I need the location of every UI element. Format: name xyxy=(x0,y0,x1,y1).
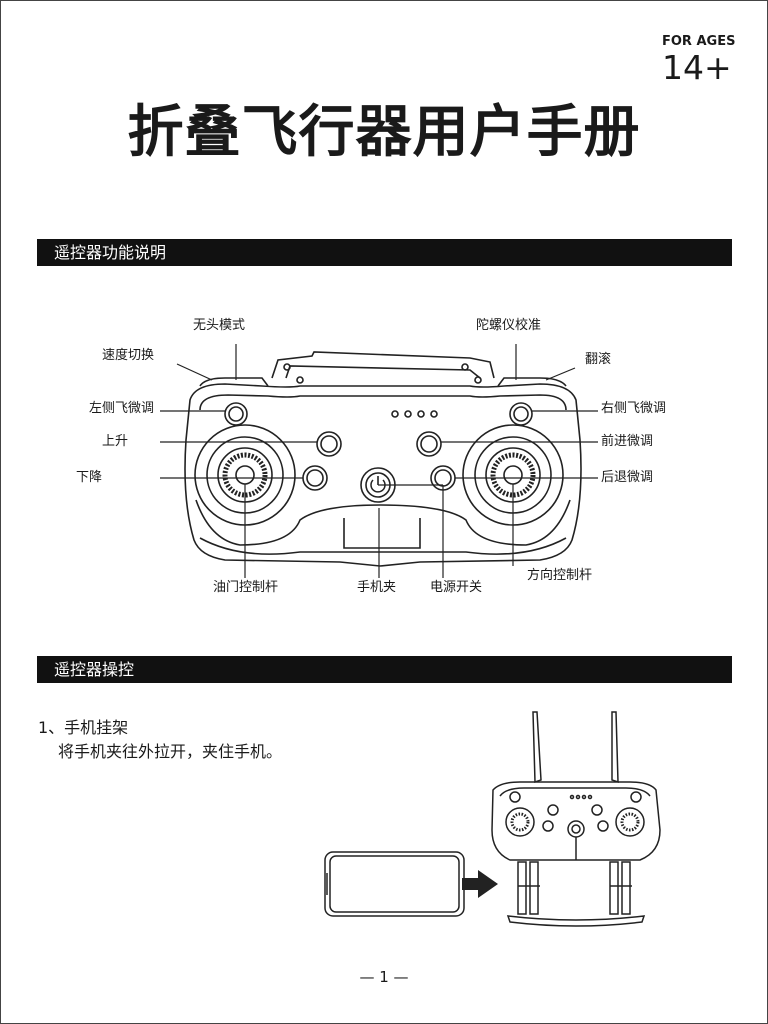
age-value: 14+ xyxy=(662,48,732,87)
callout-down: 下降 xyxy=(76,470,103,485)
section-heading-controller-operation: 遥控器操控 xyxy=(37,656,732,683)
callout-gyro-calibration: 陀螺仪校准 xyxy=(476,318,542,333)
section-heading-controller-functions: 遥控器功能说明 xyxy=(37,239,732,266)
callout-right-trim: 右侧飞微调 xyxy=(601,401,667,416)
callout-power-switch: 电源开关 xyxy=(430,580,483,595)
callout-flip: 翻滚 xyxy=(585,352,612,367)
callout-speed-switch: 速度切换 xyxy=(102,348,155,363)
callout-direction-stick: 方向控制杆 xyxy=(527,568,593,583)
callout-phone-clip: 手机夹 xyxy=(357,580,397,595)
callout-headless-mode: 无头模式 xyxy=(193,318,246,333)
page-title: 折叠飞行器用户手册 xyxy=(127,100,641,165)
age-label: FOR AGES xyxy=(662,34,736,49)
callout-left-trim: 左侧飞微调 xyxy=(89,401,155,416)
callout-throttle-stick: 油门控制杆 xyxy=(213,580,279,595)
step1-text: 将手机夹往外拉开，夹住手机。 xyxy=(58,742,283,761)
callout-forward-trim: 前进微调 xyxy=(601,434,654,449)
page-number: — 1 — xyxy=(359,968,409,986)
callout-backward-trim: 后退微调 xyxy=(601,470,654,485)
arrow-right-icon xyxy=(462,870,498,898)
callout-up: 上升 xyxy=(102,434,129,449)
step1-title: 1、手机挂架 xyxy=(38,718,129,737)
